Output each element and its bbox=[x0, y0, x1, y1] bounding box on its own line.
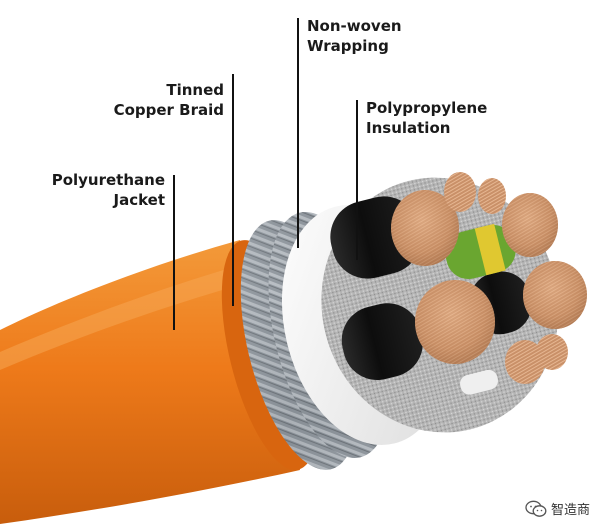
label-wrapping-line1: Non-woven bbox=[307, 17, 402, 35]
copper-right-shade bbox=[523, 261, 587, 329]
label-braid-line1: Tinned bbox=[166, 81, 224, 99]
copper-right-top-shade bbox=[502, 193, 558, 257]
jacket-highlight bbox=[0, 268, 236, 370]
label-jacket-line2: Jacket bbox=[113, 191, 165, 209]
ground-core bbox=[445, 223, 516, 280]
copper-top-shade bbox=[391, 190, 459, 266]
copper-small-1 bbox=[444, 172, 476, 212]
leader-braid bbox=[232, 74, 234, 306]
watermark: 智造商 bbox=[525, 499, 590, 518]
leader-wrapping bbox=[297, 18, 299, 248]
watermark-text: 智造商 bbox=[550, 503, 590, 518]
copper-lower-2 bbox=[536, 334, 568, 370]
label-jacket: Polyurethane Jacket bbox=[52, 170, 165, 210]
label-braid: Tinned Copper Braid bbox=[114, 80, 224, 120]
copper-mid-shade bbox=[415, 280, 495, 364]
label-jacket-line1: Polyurethane bbox=[51, 171, 165, 189]
label-wrapping: Non-woven Wrapping bbox=[307, 16, 402, 56]
label-insulation: Polypropylene Insulation bbox=[366, 98, 487, 138]
label-wrapping-line2: Wrapping bbox=[307, 37, 389, 55]
wechat-icon bbox=[525, 500, 547, 517]
white-core-strip bbox=[460, 369, 498, 395]
label-braid-line2: Copper Braid bbox=[113, 101, 224, 119]
label-insulation-line2: Insulation bbox=[366, 119, 451, 137]
label-insulation-line1: Polypropylene bbox=[366, 99, 488, 117]
leader-insulation bbox=[356, 100, 358, 260]
copper-small-2 bbox=[478, 178, 506, 214]
leader-jacket bbox=[173, 175, 175, 330]
core-mid bbox=[341, 303, 423, 380]
copper-lower-1 bbox=[505, 340, 545, 384]
